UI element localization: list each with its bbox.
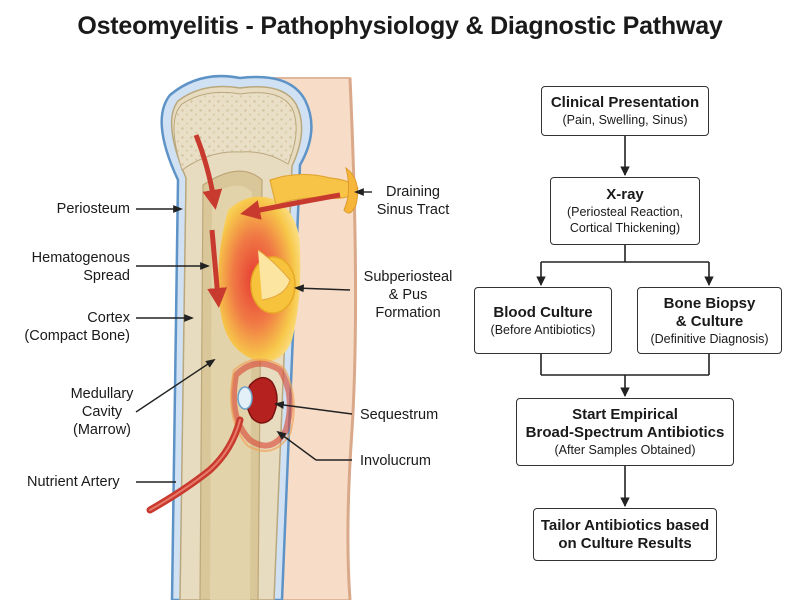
sinus-arrow [240, 192, 341, 220]
hematogenous-arrow-2 [207, 229, 228, 308]
label-medullary-cavity: Medullary Cavity (Marrow) [70, 386, 134, 438]
label-hematogenous-spread: Hematogenous Spread [31, 250, 130, 284]
box-blood-culture: Blood Culture (Before Antibiotics) [474, 287, 612, 354]
label-draining-sinus-tract: Draining Sinus Tract [376, 184, 450, 218]
page-title: Osteomyelitis - Pathophysiology & Diagno… [77, 12, 723, 40]
label-sequestrum: Sequestrum [360, 407, 439, 423]
box-tailor-antibiotics: Tailor Antibiotics based on Culture Resu… [533, 508, 717, 561]
hematogenous-arrow-1 [193, 134, 223, 210]
box-xray: X-ray (Periosteal Reaction, Cortical Thi… [550, 177, 700, 245]
label-involucrum: Involucrum [360, 453, 431, 469]
box-clinical-presentation: Clinical Presentation (Pain, Swelling, S… [541, 86, 709, 136]
epiphysis [173, 91, 297, 171]
leader-medullary [135, 358, 216, 413]
leader-subperiosteal [294, 284, 351, 293]
label-cortex: Cortex (Compact Bone) [24, 310, 130, 344]
box-bone-biopsy: Bone Biopsy & Culture (Definitive Diagno… [637, 287, 782, 354]
label-periosteum: Periosteum [56, 201, 130, 217]
box-empirical-antibiotics: Start Empirical Broad-Spectrum Antibioti… [516, 398, 734, 466]
cortex-breach [257, 249, 291, 301]
label-subperiosteal-pus: Subperiosteal & Pus Formation [363, 269, 453, 321]
leader-sequestrum [274, 401, 353, 415]
label-nutrient-artery: Nutrient Artery [27, 474, 120, 490]
sinus-skin-opening [343, 166, 359, 214]
